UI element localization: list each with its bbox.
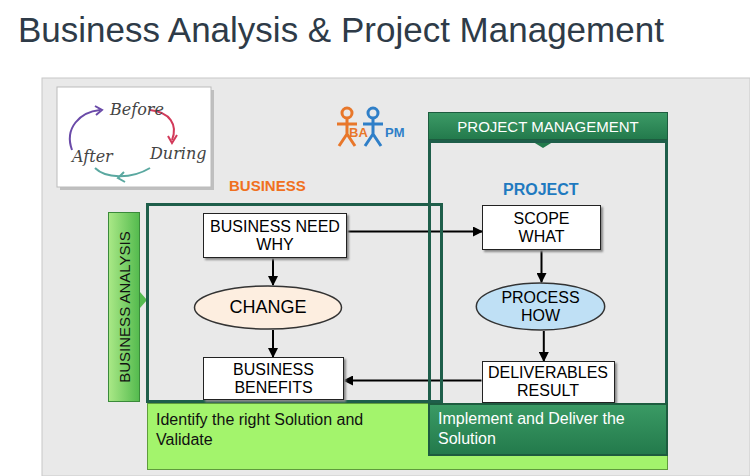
node-subtext: WHY [256, 236, 293, 254]
cycle-head [168, 135, 177, 143]
flow-arrow [541, 250, 543, 282]
flow-arrow [344, 380, 482, 382]
process-ellipse: PROCESSHOW [475, 282, 606, 331]
change-ellipse: CHANGE [193, 285, 343, 330]
node-text: Implement and Deliver the Solution [438, 409, 660, 449]
header-band: PROJECT MANAGEMENT [428, 112, 668, 140]
cycle-label: After [72, 147, 113, 166]
cycle-label: Before [110, 100, 164, 119]
node-text: BUSINESS ANALYSIS [116, 231, 133, 382]
node-subtext: RESULT [517, 382, 579, 400]
flow-arrow [272, 330, 274, 357]
process-box: BUSINESS NEEDWHY [203, 213, 347, 258]
node-text: Identify the right Solution and Validate [156, 410, 418, 450]
node-text: PROJECT MANAGEMENT [457, 118, 638, 135]
process-box: DELIVERABLESRESULT [482, 361, 615, 403]
delivery-box: Implement and Deliver the Solution [428, 403, 668, 456]
node-text: DELIVERABLES [488, 364, 608, 382]
flow-arrow [543, 331, 545, 361]
node-subtext: HOW [521, 307, 560, 325]
cycle-arrow [70, 110, 100, 150]
node-text: BUSINESS NEED [210, 218, 340, 236]
solution-band: Identify the right Solution and Validate… [147, 403, 668, 470]
node-subtext: WHAT [519, 228, 565, 246]
node-text: PROJECT [501, 181, 581, 199]
diagram-title: Business Analysis & Project Management [18, 10, 664, 50]
flow-arrow [347, 231, 482, 233]
node-text: BUSINESS [227, 177, 308, 194]
node-text: SCOPE [513, 210, 569, 228]
cycle-head [118, 172, 125, 182]
node-text: CHANGE [229, 298, 306, 318]
panel-ground [42, 78, 750, 476]
process-box: BUSINESS BENEFITS [203, 357, 344, 400]
region-outline: BUSINESSBUSINESS NEEDWHYCHANGEBUSINESS B… [146, 203, 443, 403]
node-text: BUSINESS BENEFITS [213, 361, 334, 396]
role-label: PM [385, 125, 405, 140]
cycle-label: During [150, 144, 206, 163]
cycle-head [95, 106, 102, 115]
process-box: SCOPEWHAT [482, 205, 601, 250]
flow-arrow [272, 258, 274, 285]
icon-card [57, 87, 211, 187]
node-text: PROCESS [501, 289, 579, 307]
role-label: BA [349, 125, 368, 140]
side-band: BUSINESS ANALYSIS [108, 212, 140, 402]
